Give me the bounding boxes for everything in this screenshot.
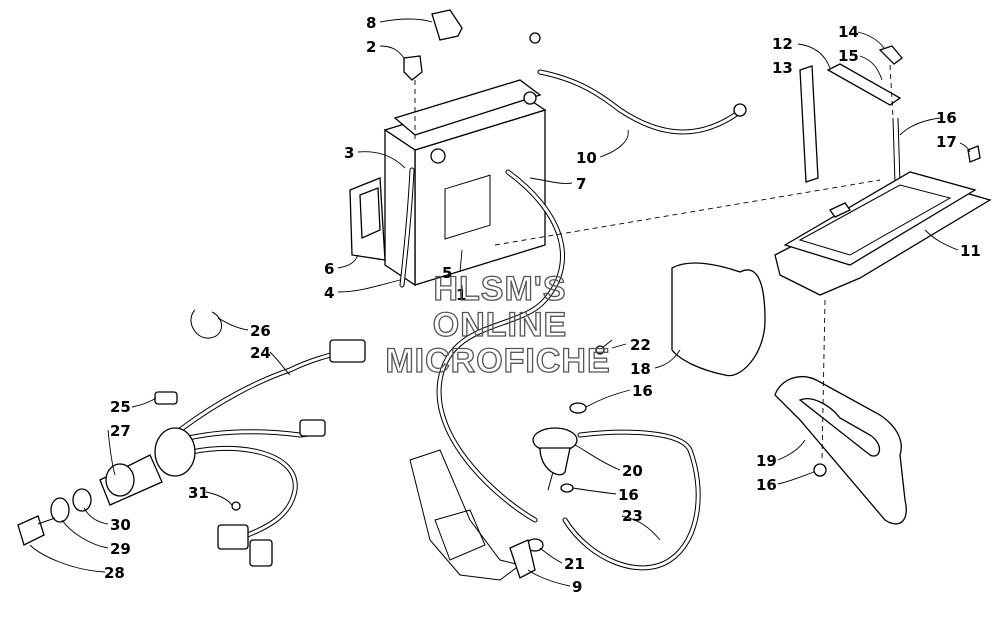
callout-7: 7 [576, 175, 586, 193]
ground-cable [562, 429, 701, 571]
watermark-line: HLSM'S [433, 270, 566, 308]
screw-31 [231, 501, 241, 511]
starter-cable [436, 169, 565, 523]
battery-box-side-bracket [349, 177, 386, 261]
vent-tube [399, 167, 415, 288]
connector-25 [154, 391, 178, 405]
callout-14: 14 [838, 23, 859, 41]
callout-15: 15 [838, 47, 859, 65]
callout-13: 13 [772, 59, 793, 77]
retaining-ring [190, 309, 222, 339]
wire-harness [177, 339, 366, 567]
callout-5: 5 [442, 264, 452, 282]
tray-support-bracket [774, 376, 907, 525]
callout-28: 28 [104, 564, 125, 582]
callout-9: 9 [572, 578, 582, 596]
cover-22 [595, 339, 613, 355]
callout-17: 17 [936, 133, 957, 151]
callout-26: 26 [250, 322, 271, 340]
callout-19: 19 [756, 452, 777, 470]
battery-strap [826, 63, 902, 106]
nut-16-bottom [813, 463, 827, 477]
callout-22: 22 [630, 336, 651, 354]
switch-washer [50, 497, 70, 523]
nut-16-lower [560, 483, 574, 493]
callout-16: 16 [632, 382, 653, 400]
callout-25: 25 [110, 398, 131, 416]
ignition-switch [99, 427, 196, 506]
switch-nut [72, 488, 92, 512]
watermark-line: ONLINE [433, 306, 567, 344]
callout-4: 4 [324, 284, 334, 302]
callout-10: 10 [576, 149, 597, 167]
callout-30: 30 [110, 516, 131, 534]
assembly-line [494, 179, 881, 246]
callout-11: 11 [960, 242, 981, 260]
callout-18: 18 [630, 360, 651, 378]
callout-16: 16 [936, 109, 957, 127]
callout-1: 1 [456, 286, 466, 304]
callout-3: 3 [344, 144, 354, 162]
battery-cable [537, 69, 747, 135]
screw-17 [967, 145, 981, 163]
callout-16: 16 [756, 476, 777, 494]
callout-21: 21 [564, 555, 585, 573]
starter-solenoid [532, 427, 578, 491]
battery-tray [774, 171, 992, 296]
ignition-key [17, 515, 56, 546]
hold-down-bar [799, 65, 819, 183]
wing-nut [878, 45, 903, 65]
callout-23: 23 [622, 507, 643, 525]
callout-24: 24 [250, 344, 271, 362]
callout-27: 27 [110, 422, 131, 440]
terminal-bolt [403, 55, 423, 81]
callout-29: 29 [110, 540, 131, 558]
callout-6: 6 [324, 260, 334, 278]
callout-12: 12 [772, 35, 793, 53]
callout-16: 16 [618, 486, 639, 504]
callout-20: 20 [622, 462, 643, 480]
leader-lines [29, 18, 971, 587]
frame-section [409, 449, 522, 581]
callout-31: 31 [188, 484, 209, 502]
nut-16-mid [569, 402, 587, 414]
cap-9 [509, 539, 536, 579]
watermark: HLSM'S ONLINE MICROFICHE [385, 269, 611, 380]
callout-8: 8 [366, 14, 376, 32]
assembly-line [889, 64, 894, 119]
tray-pad [671, 262, 766, 377]
watermark-line: MICROFICHE [385, 342, 610, 380]
screw-small [529, 32, 541, 44]
terminal-cap [431, 9, 463, 41]
callout-2: 2 [366, 38, 376, 56]
